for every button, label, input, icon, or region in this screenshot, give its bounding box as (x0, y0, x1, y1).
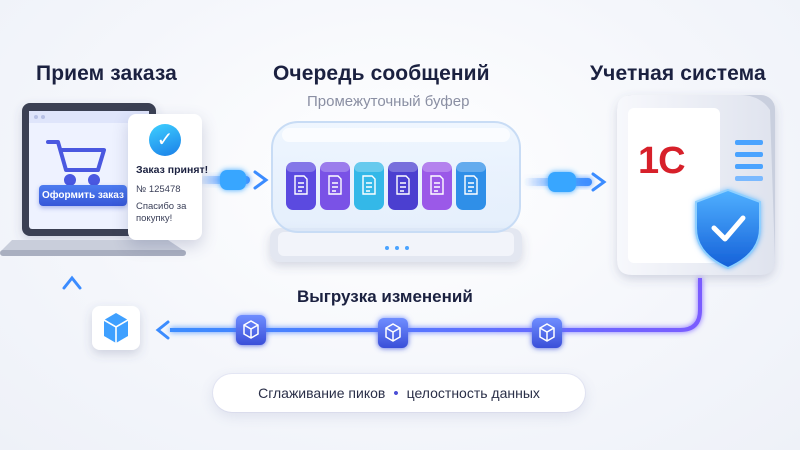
order-confirmation-card: ✓ Заказ принят! № 125478 Спасибо за поку… (128, 114, 208, 240)
confirmation-title: Заказ принят! (136, 164, 209, 176)
order-store-cube (92, 306, 140, 350)
package-icon (243, 320, 259, 339)
package-icon (385, 323, 401, 342)
package-icon (539, 323, 555, 342)
shopping-cart-icon (46, 140, 106, 186)
queue-subtitle: Промежуточный буфер (307, 93, 470, 110)
queue-message-6 (456, 162, 486, 210)
queue-message-2 (320, 162, 350, 210)
separator-dot: • (393, 384, 399, 402)
queue-message-3 (354, 162, 384, 210)
change-packet-1 (236, 315, 266, 345)
queue-message-4 (388, 162, 418, 210)
queue-message-5 (422, 162, 452, 210)
shield-check-icon (695, 188, 761, 270)
document-icon (396, 175, 410, 195)
document-icon (362, 175, 376, 195)
document-icon (294, 175, 308, 195)
queue-messages (286, 162, 486, 210)
document-icon (464, 175, 478, 195)
thanks-text: Спасибо за покупку! (136, 201, 187, 224)
document-icon (430, 175, 444, 195)
benefits-pill: Сглаживание пиков • целостность данных (213, 374, 585, 412)
1c-logo: 1С (638, 140, 686, 182)
flow-arrow-to-queue (198, 170, 269, 190)
message-queue-title: Очередь сообщений (273, 62, 490, 85)
queue-message-1 (286, 162, 316, 210)
order-intake-title: Прием заказа (36, 62, 177, 85)
change-packet-2 (378, 318, 408, 348)
data-integrity-text: целостность данных (406, 385, 540, 401)
peak-smoothing-text: Сглаживание пиков (258, 385, 386, 401)
change-packet-3 (532, 318, 562, 348)
document-icon (328, 175, 342, 195)
order-number: № 125478 (136, 184, 181, 195)
export-return-path (62, 275, 702, 340)
accounting-system-title: Учетная система (590, 62, 766, 85)
checkmark-icon: ✓ (149, 124, 181, 156)
flow-arrow-to-accounting (524, 172, 607, 192)
message-queue-container (270, 121, 522, 262)
export-changes-label: Выгрузка изменений (297, 287, 473, 306)
place-order-button[interactable]: Оформить заказ (39, 185, 127, 206)
